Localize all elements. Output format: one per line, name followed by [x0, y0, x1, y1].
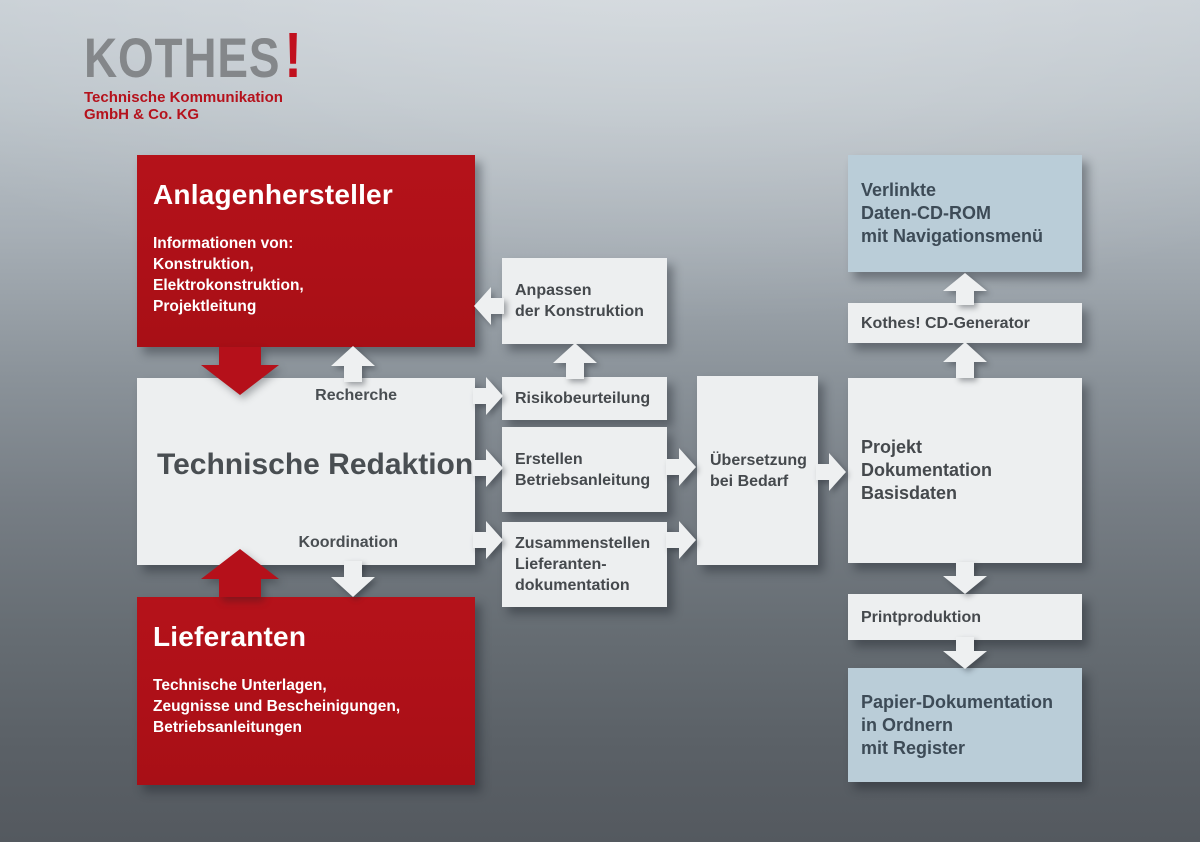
- arrow-cd-generator-to-verlinkte: [943, 273, 987, 305]
- arrow-redaktion-to-zusammenstellen: [473, 521, 503, 559]
- anlagenhersteller-title: Anlagenhersteller: [153, 179, 393, 210]
- projekt-doku-label: Projekt Dokumentation Basisdaten: [861, 437, 993, 503]
- arrow-redaktion-to-lieferanten: [331, 561, 375, 597]
- arrow-redaktion-to-anlagenhersteller: [331, 346, 375, 382]
- logo-exclamation-icon: !: [284, 19, 303, 91]
- logo-subtitle: Technische Kommunikation GmbH & Co. KG: [84, 89, 283, 123]
- arrow-anlagenhersteller-to-redaktion: [201, 347, 279, 395]
- papier-doku-label: Papier-Dokumentation in Ordnern mit Regi…: [861, 691, 1054, 758]
- arrow-projekt-to-printproduktion: [943, 562, 987, 594]
- anpassen-label: Anpassen der Konstruktion: [515, 282, 644, 320]
- arrow-uebersetzung-to-projekt: [816, 453, 846, 491]
- arrow-risikobeurteilung-to-anpassen: [553, 343, 597, 379]
- node-erstellen-betriebsanleitung: Erstellen Betriebsanleitung: [502, 427, 667, 512]
- node-cd-generator: Kothes! CD-Generator: [848, 303, 1082, 343]
- arrow-zusammenstellen-to-uebersetzung: [666, 521, 696, 559]
- node-verlinkte-cd-rom: Verlinkte Daten-CD-ROM mit Navigationsme…: [848, 155, 1082, 272]
- lieferanten-title: Lieferanten: [153, 621, 307, 652]
- node-projekt-dokumentation: Projekt Dokumentation Basisdaten: [848, 378, 1082, 563]
- printproduktion-label: Printproduktion: [861, 608, 981, 626]
- node-anlagenhersteller: Anlagenhersteller Informationen von: Kon…: [137, 155, 475, 347]
- node-printproduktion: Printproduktion: [848, 594, 1082, 640]
- arrow-redaktion-to-erstellen: [473, 449, 503, 487]
- arrow-erstellen-to-uebersetzung: [666, 448, 696, 486]
- arrow-redaktion-to-risikobeurteilung: [473, 377, 503, 415]
- label-recherche: Recherche: [315, 387, 397, 404]
- zusammenstellen-label: Zusammenstellen Lieferanten- dokumentati…: [515, 535, 651, 594]
- node-lieferanten: Lieferanten Technische Unterlagen, Zeugn…: [137, 597, 475, 785]
- label-koordination: Koordination: [298, 534, 398, 551]
- technische-redaktion-title: Technische Redaktion: [157, 448, 474, 481]
- node-papier-dokumentation: Papier-Dokumentation in Ordnern mit Regi…: [848, 668, 1082, 782]
- node-zusammenstellen: Zusammenstellen Lieferanten- dokumentati…: [502, 522, 667, 607]
- erstellen-label: Erstellen Betriebsanleitung: [515, 450, 651, 489]
- risikobeurteilung-label: Risikobeurteilung: [515, 390, 651, 407]
- arrow-lieferanten-to-redaktion: [201, 549, 279, 597]
- arrow-printproduktion-to-papier: [943, 637, 987, 669]
- lieferanten-body: Technische Unterlagen, Zeugnisse und Bes…: [153, 677, 401, 736]
- uebersetzung-label: Übersetzung bei Bedarf: [710, 451, 807, 490]
- node-anpassen-der-konstruktion: Anpassen der Konstruktion: [502, 258, 667, 344]
- anlagenhersteller-body: Informationen von: Konstruktion, Elektro…: [153, 235, 304, 315]
- logo-wordmark: KOTHES!: [84, 23, 303, 89]
- kothes-logo: KOTHES! Technische Kommunikation GmbH & …: [84, 23, 351, 123]
- node-risikobeurteilung: Risikobeurteilung: [502, 377, 667, 420]
- verlinkte-cd-label: Verlinkte Daten-CD-ROM mit Navigationsme…: [861, 180, 1044, 246]
- logo-text: KOTHES: [84, 26, 281, 89]
- arrow-anpassen-to-anlagenhersteller: [474, 287, 504, 325]
- arrow-projekt-to-cd-generator: [943, 342, 987, 378]
- node-technische-redaktion: Recherche Technische Redaktion Koordinat…: [137, 378, 475, 565]
- node-uebersetzung: Übersetzung bei Bedarf: [697, 376, 818, 565]
- cd-generator-label: Kothes! CD-Generator: [861, 314, 1030, 332]
